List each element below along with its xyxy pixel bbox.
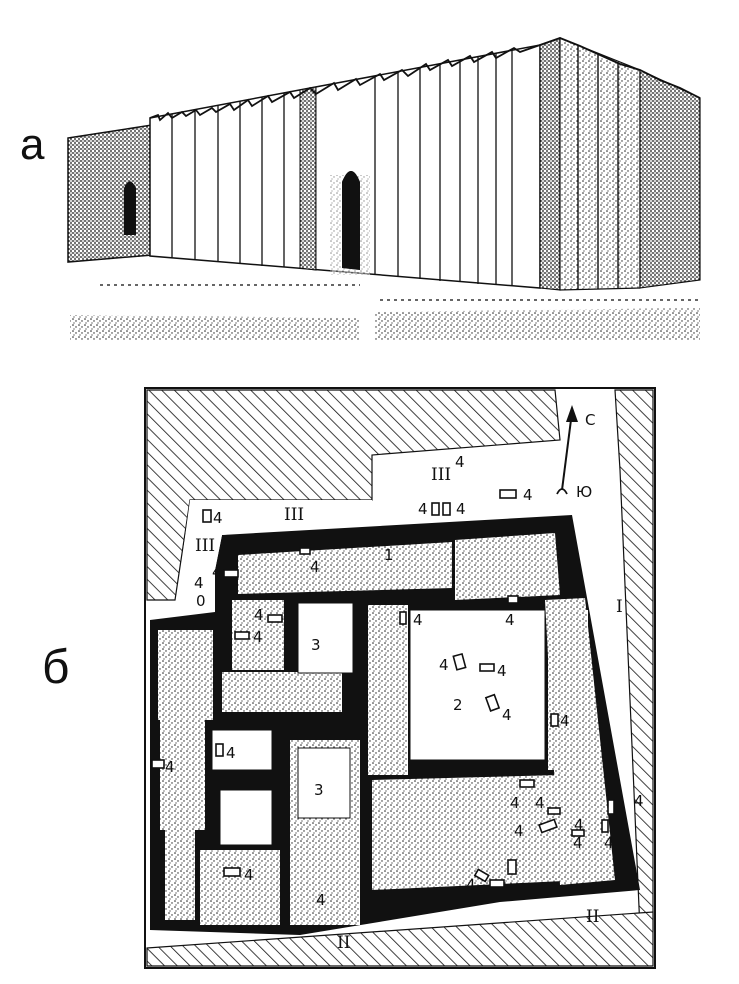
find-marker: 4 [244, 866, 254, 884]
find-marker: 4 [497, 662, 507, 680]
find-marker: 4 [573, 834, 583, 852]
find-marker: 4 [413, 611, 423, 629]
roman-label-II-south: II [337, 933, 350, 953]
find-marker: 4 [523, 486, 533, 504]
find-marker: 4 [418, 500, 428, 518]
find-markers: 4 4 4 4 4 4 4 4 4 4 4 4 4 4 4 4 4 4 4 4 … [165, 453, 644, 909]
temple-plan-drawing: 1 2 3 3 4 4 4 4 4 4 4 4 4 4 4 4 4 4 4 4 … [144, 387, 656, 969]
courtyard-3-south [297, 747, 351, 819]
find-marker: 4 [316, 891, 326, 909]
room-3-south-label: 3 [314, 781, 324, 799]
zero-label: 0 [196, 592, 206, 610]
temple-elevation-drawing [67, 37, 701, 340]
find-marker: 4 [254, 606, 264, 624]
figure-b-label: б [42, 641, 70, 694]
find-marker: 4 [505, 611, 515, 629]
find-marker: 4 [535, 794, 545, 812]
find-marker: 4 [502, 706, 512, 724]
roman-label-III-north: III [431, 465, 451, 485]
roman-label-III-west: III [195, 536, 215, 556]
courtyard-2 [409, 609, 546, 761]
find-marker: 4 [634, 792, 644, 810]
find-marker: 4 [510, 794, 520, 812]
find-marker: 4 [213, 509, 223, 527]
room-1-label: 1 [384, 546, 394, 564]
find-marker: 4 [439, 656, 449, 674]
find-marker: 4 [455, 453, 465, 471]
find-marker: 4 [212, 563, 222, 581]
find-marker: 4 [226, 744, 236, 762]
compass-north-label: С [585, 411, 595, 429]
find-marker: 4 [310, 558, 320, 576]
find-marker: 4 [253, 628, 263, 646]
find-marker: 4 [574, 816, 584, 834]
find-marker: 4 [560, 712, 570, 730]
room-2-label: 2 [453, 696, 463, 714]
roman-label-II-southeast: II [586, 907, 599, 927]
find-marker: 4 [604, 834, 614, 852]
roman-label-I: I [616, 597, 623, 617]
find-marker: 4 [514, 822, 524, 840]
find-marker: 4 [456, 500, 466, 518]
find-marker: 4 [466, 876, 476, 894]
room-3-north-label: 3 [311, 636, 321, 654]
roman-label-III-walkway: III [284, 505, 304, 525]
find-marker: 4 [194, 574, 204, 592]
courtyard-3-north [297, 602, 354, 674]
find-marker: 4 [165, 758, 175, 776]
compass-arrow [556, 405, 578, 495]
compass-south-label: Ю [576, 483, 592, 501]
figure-a-label: а [20, 120, 45, 169]
